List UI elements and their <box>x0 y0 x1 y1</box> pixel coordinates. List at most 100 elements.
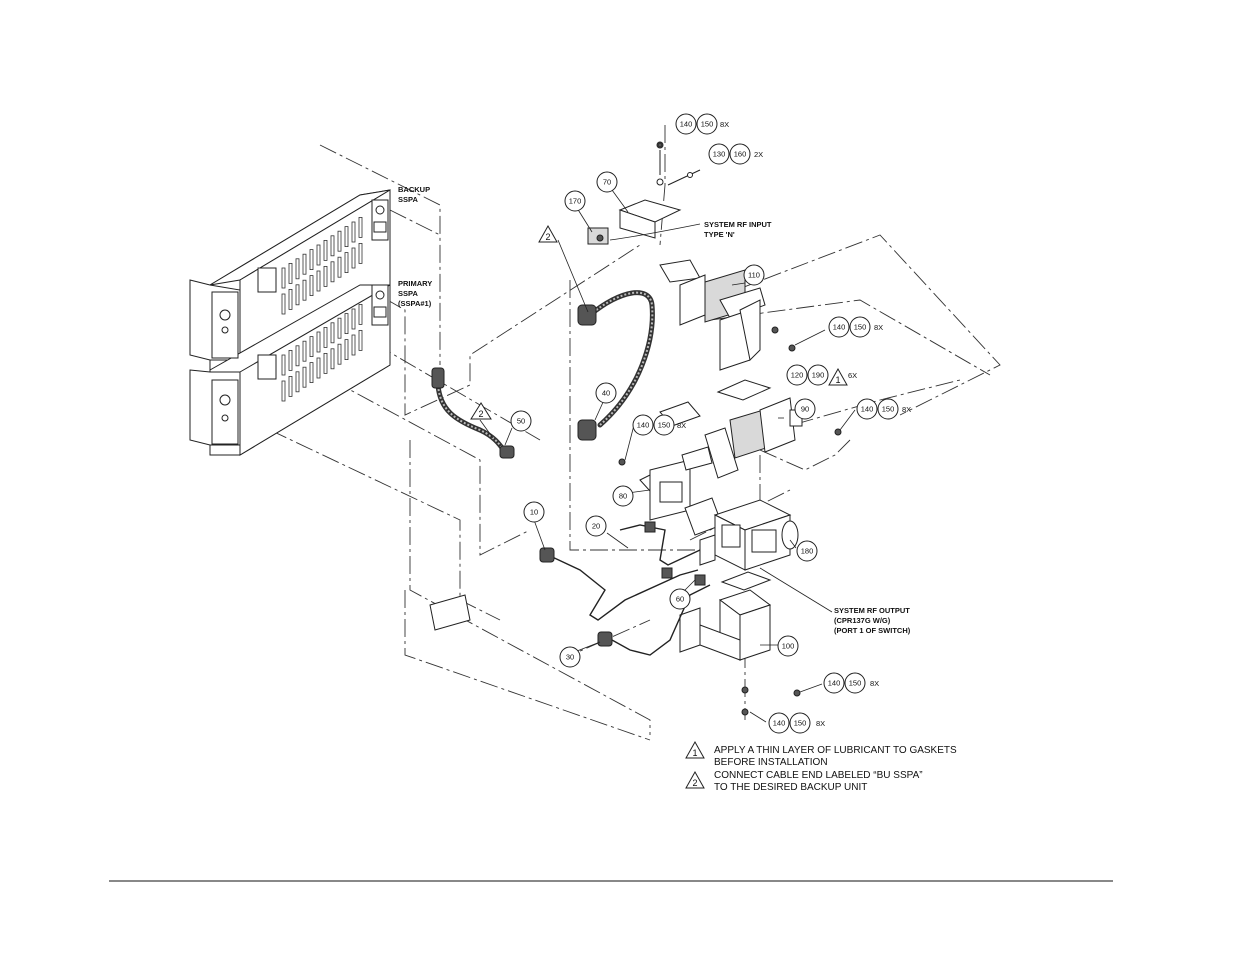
callout-number: 140 <box>833 323 846 332</box>
cable-50 <box>431 367 515 459</box>
callout-number: 150 <box>701 120 714 129</box>
vent-slot <box>337 317 342 339</box>
note-1-line-1: APPLY A THIN LAYER OF LUBRICANT TO GASKE… <box>714 745 957 756</box>
waveguide-flex-110 <box>659 259 766 371</box>
callout-c90: 90 <box>794 398 816 420</box>
callout-c140d: 140 <box>632 414 654 436</box>
vent-slot <box>351 247 356 269</box>
callout-circle <box>612 485 634 507</box>
callout-number: 150 <box>794 719 807 728</box>
callout-circle <box>675 113 697 135</box>
vent-slot <box>309 336 314 358</box>
callout-circle <box>708 143 730 165</box>
callout-c150d: 150 <box>653 414 675 436</box>
vent-slot <box>295 371 300 393</box>
label-backup-sspa-1: BACKUP <box>398 185 430 194</box>
callout-circle <box>743 264 765 286</box>
vent-slot <box>358 303 363 325</box>
vent-slot <box>351 221 356 243</box>
callout-circle <box>510 410 532 432</box>
callout-circle <box>653 414 675 436</box>
vent-slot <box>330 235 335 257</box>
vent-slot <box>344 313 349 335</box>
flag-2-cable50: 2 <box>478 409 483 419</box>
waveguide-100 <box>679 589 772 661</box>
chassis-vents <box>281 216 363 402</box>
vent-slot <box>295 258 300 280</box>
waveguide-90 <box>704 397 803 479</box>
callout-circle <box>796 540 818 562</box>
gasket-output <box>720 571 772 591</box>
callout-number: 140 <box>773 719 786 728</box>
notes-block: 1 APPLY A THIN LAYER OF LUBRICANT TO GAS… <box>685 740 957 793</box>
callout-circle <box>768 712 790 734</box>
label-primary-sspa-2: SSPA <box>398 289 418 298</box>
vent-slot <box>323 265 328 287</box>
label-rf-output-3: (PORT 1 OF SWITCH) <box>834 626 911 635</box>
vent-slot <box>302 253 307 275</box>
callout-number: 150 <box>658 421 671 430</box>
vent-slot <box>344 226 349 248</box>
vent-slot <box>337 343 342 365</box>
callout-circle <box>789 712 811 734</box>
callout-circle <box>794 398 816 420</box>
callout-circle <box>777 635 799 657</box>
vent-slot <box>309 362 314 384</box>
note-1-number: 1 <box>692 748 697 758</box>
qty-80: 8X <box>677 421 686 430</box>
vent-slot <box>330 348 335 370</box>
callout-circle <box>696 113 718 135</box>
vent-slot <box>344 252 349 274</box>
callout-circle <box>877 398 899 420</box>
note-1-line-2: BEFORE INSTALLATION <box>714 757 828 768</box>
callout-number: 70 <box>603 178 611 187</box>
callout-number: 10 <box>530 508 538 517</box>
callout-c40: 40 <box>595 382 617 404</box>
callout-number: 180 <box>801 547 814 556</box>
loose-gaskets <box>429 446 713 631</box>
label-rf-output-1: SYSTEM RF OUTPUT <box>834 606 910 615</box>
vent-slot <box>302 340 307 362</box>
vent-slot <box>323 352 328 374</box>
vent-slot <box>316 270 321 292</box>
vent-slot <box>281 354 286 376</box>
callout-c150f: 150 <box>789 712 811 734</box>
callout-circle <box>729 143 751 165</box>
quantity-marks: 8X 2X 8X 6X 8X 8X 8X 8X <box>677 120 911 728</box>
callout-c140a: 140 <box>675 113 697 135</box>
callout-c170: 170 <box>564 190 586 212</box>
callout-c140b: 140 <box>828 316 850 338</box>
vent-slot <box>295 284 300 306</box>
callout-c100: 100 <box>777 635 799 657</box>
callout-circle <box>523 501 545 523</box>
label-rf-output-2: (CPR137G W/G) <box>834 616 891 625</box>
vent-slot <box>337 230 342 252</box>
qty-90: 8X <box>902 405 911 414</box>
callout-circle <box>849 316 871 338</box>
qty-110: 8X <box>874 323 883 332</box>
vent-slot <box>288 262 293 284</box>
vent-slot <box>358 216 363 238</box>
callout-c60: 60 <box>669 588 691 610</box>
vent-slot <box>316 357 321 379</box>
component-labels: BACKUP SSPA PRIMARY SSPA (SSPA#1) SYSTEM… <box>398 185 911 635</box>
vent-slot <box>281 267 286 289</box>
callout-c150b: 150 <box>849 316 871 338</box>
vent-slot <box>330 261 335 283</box>
vent-slot <box>302 279 307 301</box>
callout-number: 50 <box>517 417 525 426</box>
callout-circle <box>844 672 866 694</box>
callout-number: 190 <box>812 371 825 380</box>
vent-slot <box>288 288 293 310</box>
callout-c180: 180 <box>796 540 818 562</box>
callout-circle <box>632 414 654 436</box>
callout-circle <box>596 171 618 193</box>
callout-c190: 190 <box>807 364 829 386</box>
callout-number: 80 <box>619 492 627 501</box>
callout-number: 60 <box>676 595 684 604</box>
callout-number: 20 <box>592 522 600 531</box>
qty-130: 2X <box>754 150 763 159</box>
vent-slot <box>281 293 286 315</box>
callout-c150a: 150 <box>696 113 718 135</box>
